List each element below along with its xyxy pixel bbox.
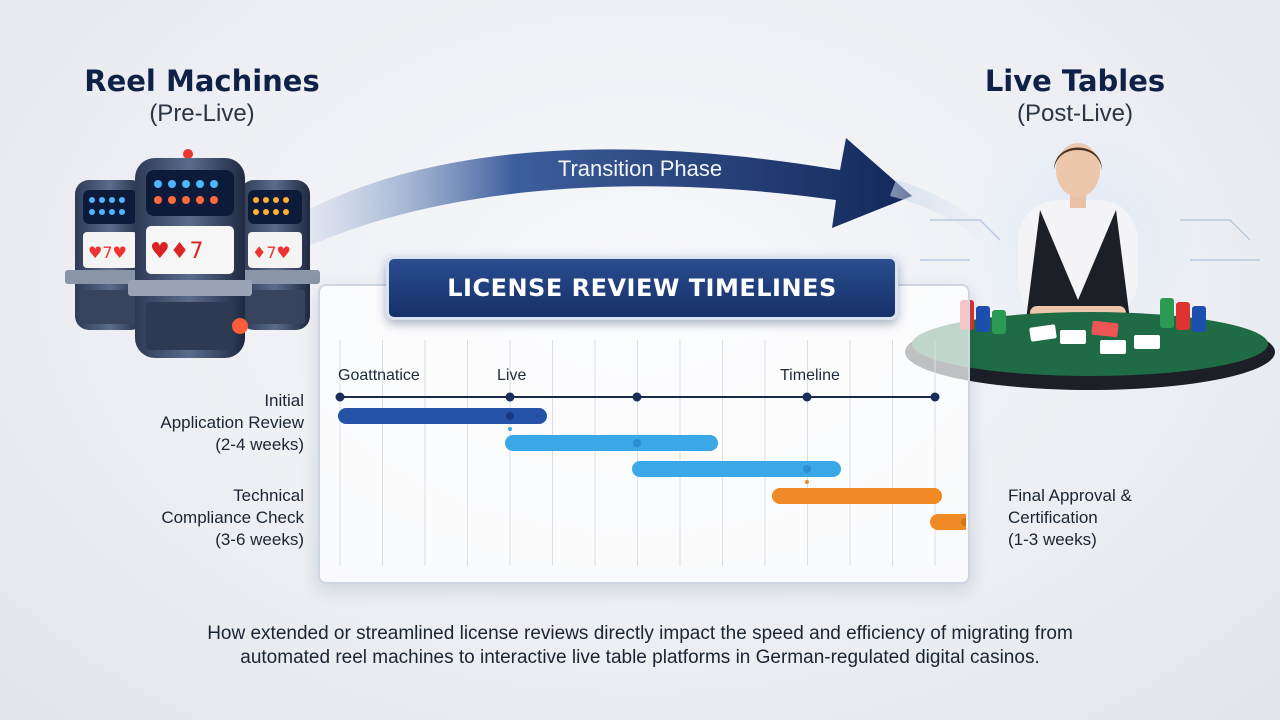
caption-line: automated reel machines to interactive l… <box>240 647 1040 668</box>
live-table <box>905 298 1275 390</box>
caption: How extended or streamlined license revi… <box>120 622 1160 670</box>
live-dealer-illustration <box>905 130 1275 390</box>
bar-marker <box>506 412 514 420</box>
axis-label-timeline: Timeline <box>780 367 840 384</box>
gantt-chart <box>335 340 966 566</box>
row-label-duration: (3-6 weeks) <box>215 530 304 549</box>
right-title: Live Tables <box>984 64 1166 98</box>
svg-text:♥♦7: ♥♦7 <box>150 239 203 264</box>
slot-machine-left: ♥7♥ <box>65 180 155 330</box>
row-label-line: Final Approval & <box>1008 486 1132 505</box>
milestone-dot <box>930 392 940 402</box>
bar-compliance-check-2 <box>772 488 942 504</box>
bar-application-review-2 <box>505 435 718 451</box>
left-subtitle: (Pre-Live) <box>149 100 255 127</box>
bar-marker <box>805 480 809 484</box>
bar-marker <box>803 465 811 473</box>
svg-text:♦7♥: ♦7♥ <box>252 243 291 262</box>
milestone-dot <box>335 392 345 402</box>
bar-markers <box>506 412 966 526</box>
bar-final-approval <box>930 514 966 530</box>
milestone-dot <box>802 392 812 402</box>
panel-title: LICENSE REVIEW TIMELINES <box>386 256 898 320</box>
gantt-grid <box>339 340 936 566</box>
slot-machines-illustration: ♥7♥ ♦7♥ ♥♦7 <box>65 149 320 358</box>
arrow-label: Transition Phase <box>557 156 723 181</box>
right-subtitle: (Post-Live) <box>1016 100 1134 127</box>
slot-machine-right: ♦7♥ <box>230 180 320 330</box>
milestone-dot <box>632 392 642 402</box>
timeline-panel <box>318 284 970 584</box>
bar-compliance-check <box>632 461 841 477</box>
circuit-lines <box>920 219 1260 261</box>
svg-text:♥7♥: ♥7♥ <box>88 243 127 262</box>
row-label-application-review: Initial Application Review (2-4 weeks) <box>100 390 304 456</box>
row-label-line: Technical <box>233 486 304 505</box>
bar-marker <box>508 427 512 431</box>
milestone-dot <box>505 392 515 402</box>
gantt-bars <box>338 408 966 530</box>
row-label-line: Certification <box>1008 508 1098 527</box>
bar-marker <box>961 518 966 526</box>
slot-machine-center: ♥♦7 <box>128 149 252 358</box>
caption-line: How extended or streamlined license revi… <box>207 623 1073 644</box>
playing-cards <box>1029 320 1160 354</box>
row-label-final-approval: Final Approval & Certification (1-3 week… <box>1008 485 1238 551</box>
row-label-duration: (2-4 weeks) <box>215 435 304 454</box>
axis-milestones <box>335 392 940 402</box>
axis-label-start: Goattnatice <box>338 367 420 384</box>
axis-label-live: Live <box>497 367 527 384</box>
bar-application-review <box>338 408 547 424</box>
row-label-line: Application Review <box>160 413 304 432</box>
row-label-line: Compliance Check <box>161 508 304 527</box>
row-label-duration: (1-3 weeks) <box>1008 530 1097 549</box>
row-label-line: Initial <box>264 391 304 410</box>
bar-marker <box>633 439 641 447</box>
left-title: Reel Machines <box>84 64 320 98</box>
row-label-compliance-check: Technical Compliance Check (3-6 weeks) <box>100 485 304 551</box>
